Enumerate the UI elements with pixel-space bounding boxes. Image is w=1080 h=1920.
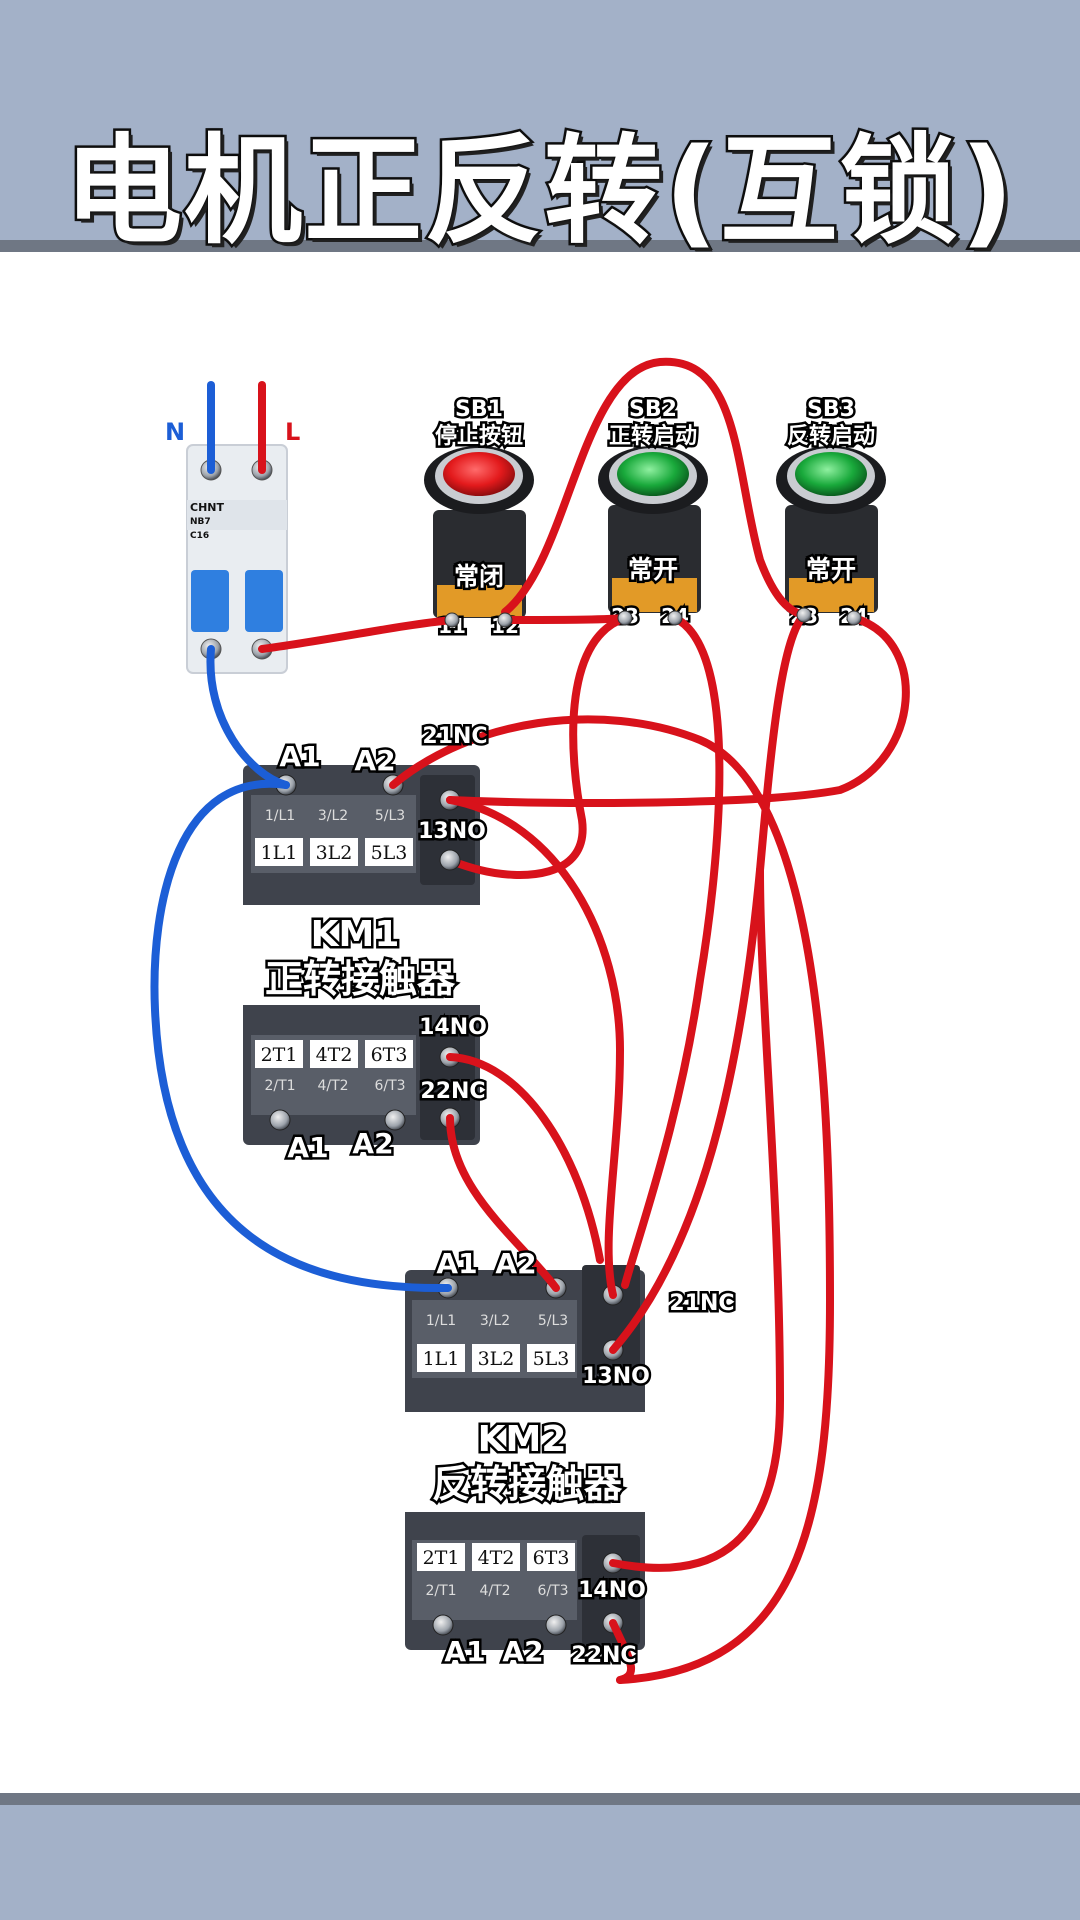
wire-km1-a2-return: [389, 715, 834, 1684]
sb1-cap[interactable]: [443, 452, 515, 496]
breaker-model: NB7: [190, 517, 211, 527]
sb3-id: SB3: [807, 397, 855, 422]
breaker-rating: C16: [190, 531, 209, 541]
km1-term-5l3: 5L3: [371, 842, 408, 864]
km1-bottom-small-2: 4/T2: [317, 1078, 348, 1094]
wire-sb3-km2-13no: [609, 611, 808, 1354]
km1-top-small-2: 3/L2: [318, 808, 348, 824]
km2-term-1l1: 1L1: [423, 1348, 460, 1370]
title-banner: [0, 0, 1080, 240]
km1-term-3l2: 3L2: [316, 842, 353, 864]
button-sb3: 常开 23 24 SB3 反转启动: [776, 395, 886, 631]
km2-term-4t2: 4T2: [478, 1547, 515, 1569]
km1-bottom-small-1: 2/T1: [264, 1078, 295, 1094]
sb2-contact-type: 常开: [628, 555, 678, 584]
km1-name: KM1: [311, 914, 400, 955]
sb2-name: 正转启动: [609, 423, 697, 449]
sb3-contact-type: 常开: [806, 555, 856, 584]
km1-label-21nc: 21NC: [422, 724, 487, 749]
km2-label-14no: 14NO: [578, 1578, 646, 1603]
km2-top-small-1: 1/L1: [426, 1313, 456, 1329]
breaker-toggle-right[interactable]: [245, 570, 283, 632]
km1-bottom-small-3: 6/T3: [374, 1078, 405, 1094]
km2-label-bottom-a2: A2: [502, 1635, 543, 1668]
km2-top-small-2: 3/L2: [480, 1313, 510, 1329]
wire-sb3-km1-21nc: [446, 614, 910, 807]
km2-label-a2: A2: [495, 1247, 536, 1280]
sb1-contact-type: 常闭: [454, 562, 504, 591]
sb2-id: SB2: [629, 397, 677, 422]
km1-term-1l1: 1L1: [261, 842, 298, 864]
km2-label-a1: A1: [436, 1247, 477, 1280]
wire-km2-14no: [609, 866, 784, 1572]
terminal-overlay: [439, 607, 862, 871]
wire-sb2-km1-13no: [446, 614, 629, 879]
page-title: 电机正反转(互锁): [62, 120, 1017, 263]
km2-bottom-screw-1: [432, 1614, 454, 1636]
sb3-cap[interactable]: [795, 452, 867, 496]
km2-bottom-small-2: 4/T2: [479, 1583, 510, 1599]
wire-n-km1-a1: [206, 645, 290, 789]
km2-name: KM2: [478, 1419, 567, 1460]
breaker-brand: CHNT: [190, 501, 224, 514]
km2-term-5l3: 5L3: [533, 1348, 570, 1370]
km1-top-small-3: 5/L3: [375, 808, 405, 824]
wire-km1-14no-km2-21nc: [446, 1053, 604, 1264]
km2-term-3l2: 3L2: [478, 1348, 515, 1370]
km2-term-2t1: 2T1: [423, 1547, 460, 1569]
km1-label-bottom-a1: A1: [287, 1131, 328, 1164]
wires: [150, 357, 910, 1684]
button-sb2: 常开 23 24 SB2 正转启动: [598, 395, 708, 631]
km1-label-a1: A1: [279, 740, 320, 773]
sb1-id: SB1: [455, 397, 503, 422]
wiring-diagram: CHNT NB7 C16 N L 常闭 11 12 SB1 停止按钮 常开 23…: [150, 357, 910, 1684]
wire-sb2-km2-21nc: [621, 614, 724, 1289]
breaker-toggle-left[interactable]: [191, 570, 229, 632]
wire-km2-22nc: [609, 1619, 635, 1684]
km2-label-13no: 13NO: [582, 1364, 650, 1389]
km1-term-4t2: 4T2: [316, 1044, 353, 1066]
wire-sb1-sb2: [501, 614, 629, 624]
km2-bottom-small-3: 6/T3: [537, 1583, 568, 1599]
km1-desc: 正转接触器: [265, 957, 456, 1001]
wire-sb1-sb3: [501, 357, 808, 619]
km1-term-6t3: 6T3: [371, 1044, 408, 1066]
wire-l-sb1: [258, 616, 456, 653]
km2-top-small-3: 5/L3: [538, 1313, 568, 1329]
wire-km1-21nc-km2: [446, 796, 624, 1299]
wire-km1-22nc-km2-a2: [446, 1114, 560, 1292]
km1-label-a2: A2: [354, 744, 395, 777]
km1-bottom-screw-1: [269, 1109, 291, 1131]
km2-desc: 反转接触器: [432, 1462, 623, 1506]
label-n: N: [165, 418, 185, 446]
km1-top-small-1: 1/L1: [265, 808, 295, 824]
sb1-name: 停止按钮: [435, 423, 523, 449]
km2-label-22nc: 22NC: [571, 1643, 636, 1668]
km2-bottom-small-1: 2/T1: [425, 1583, 456, 1599]
button-sb1: 常闭 11 12 SB1 停止按钮: [424, 395, 534, 641]
km2-bottom-screw-2: [545, 1614, 567, 1636]
footer-divider: [0, 1793, 1080, 1805]
km2-label-bottom-a1: A1: [444, 1635, 485, 1668]
km1-label-13no: 13NO: [418, 819, 486, 844]
footer-banner: [0, 1805, 1080, 1920]
circuit-breaker: CHNT NB7 C16 N L: [165, 418, 300, 674]
label-l: L: [285, 418, 300, 446]
km2-term-6t3: 6T3: [533, 1547, 570, 1569]
sb3-name: 反转启动: [787, 423, 875, 449]
km1-label-14no: 14NO: [419, 1015, 487, 1040]
km1-label-bottom-a2: A2: [352, 1127, 393, 1160]
sb2-cap[interactable]: [617, 452, 689, 496]
title-divider: [0, 240, 1080, 252]
km1-label-22nc: 22NC: [420, 1079, 485, 1104]
km1-bottom-screw-2: [384, 1109, 406, 1131]
wire-km1-a1-km2-a1: [150, 779, 452, 1293]
contactor-km1: 1/L1 3/L2 5/L3 1L1 3L2 5L3 KM1 正转接触器 2T1…: [243, 765, 480, 1145]
km1-term-2t1: 2T1: [261, 1044, 298, 1066]
km2-label-21nc: 21NC: [669, 1291, 734, 1316]
